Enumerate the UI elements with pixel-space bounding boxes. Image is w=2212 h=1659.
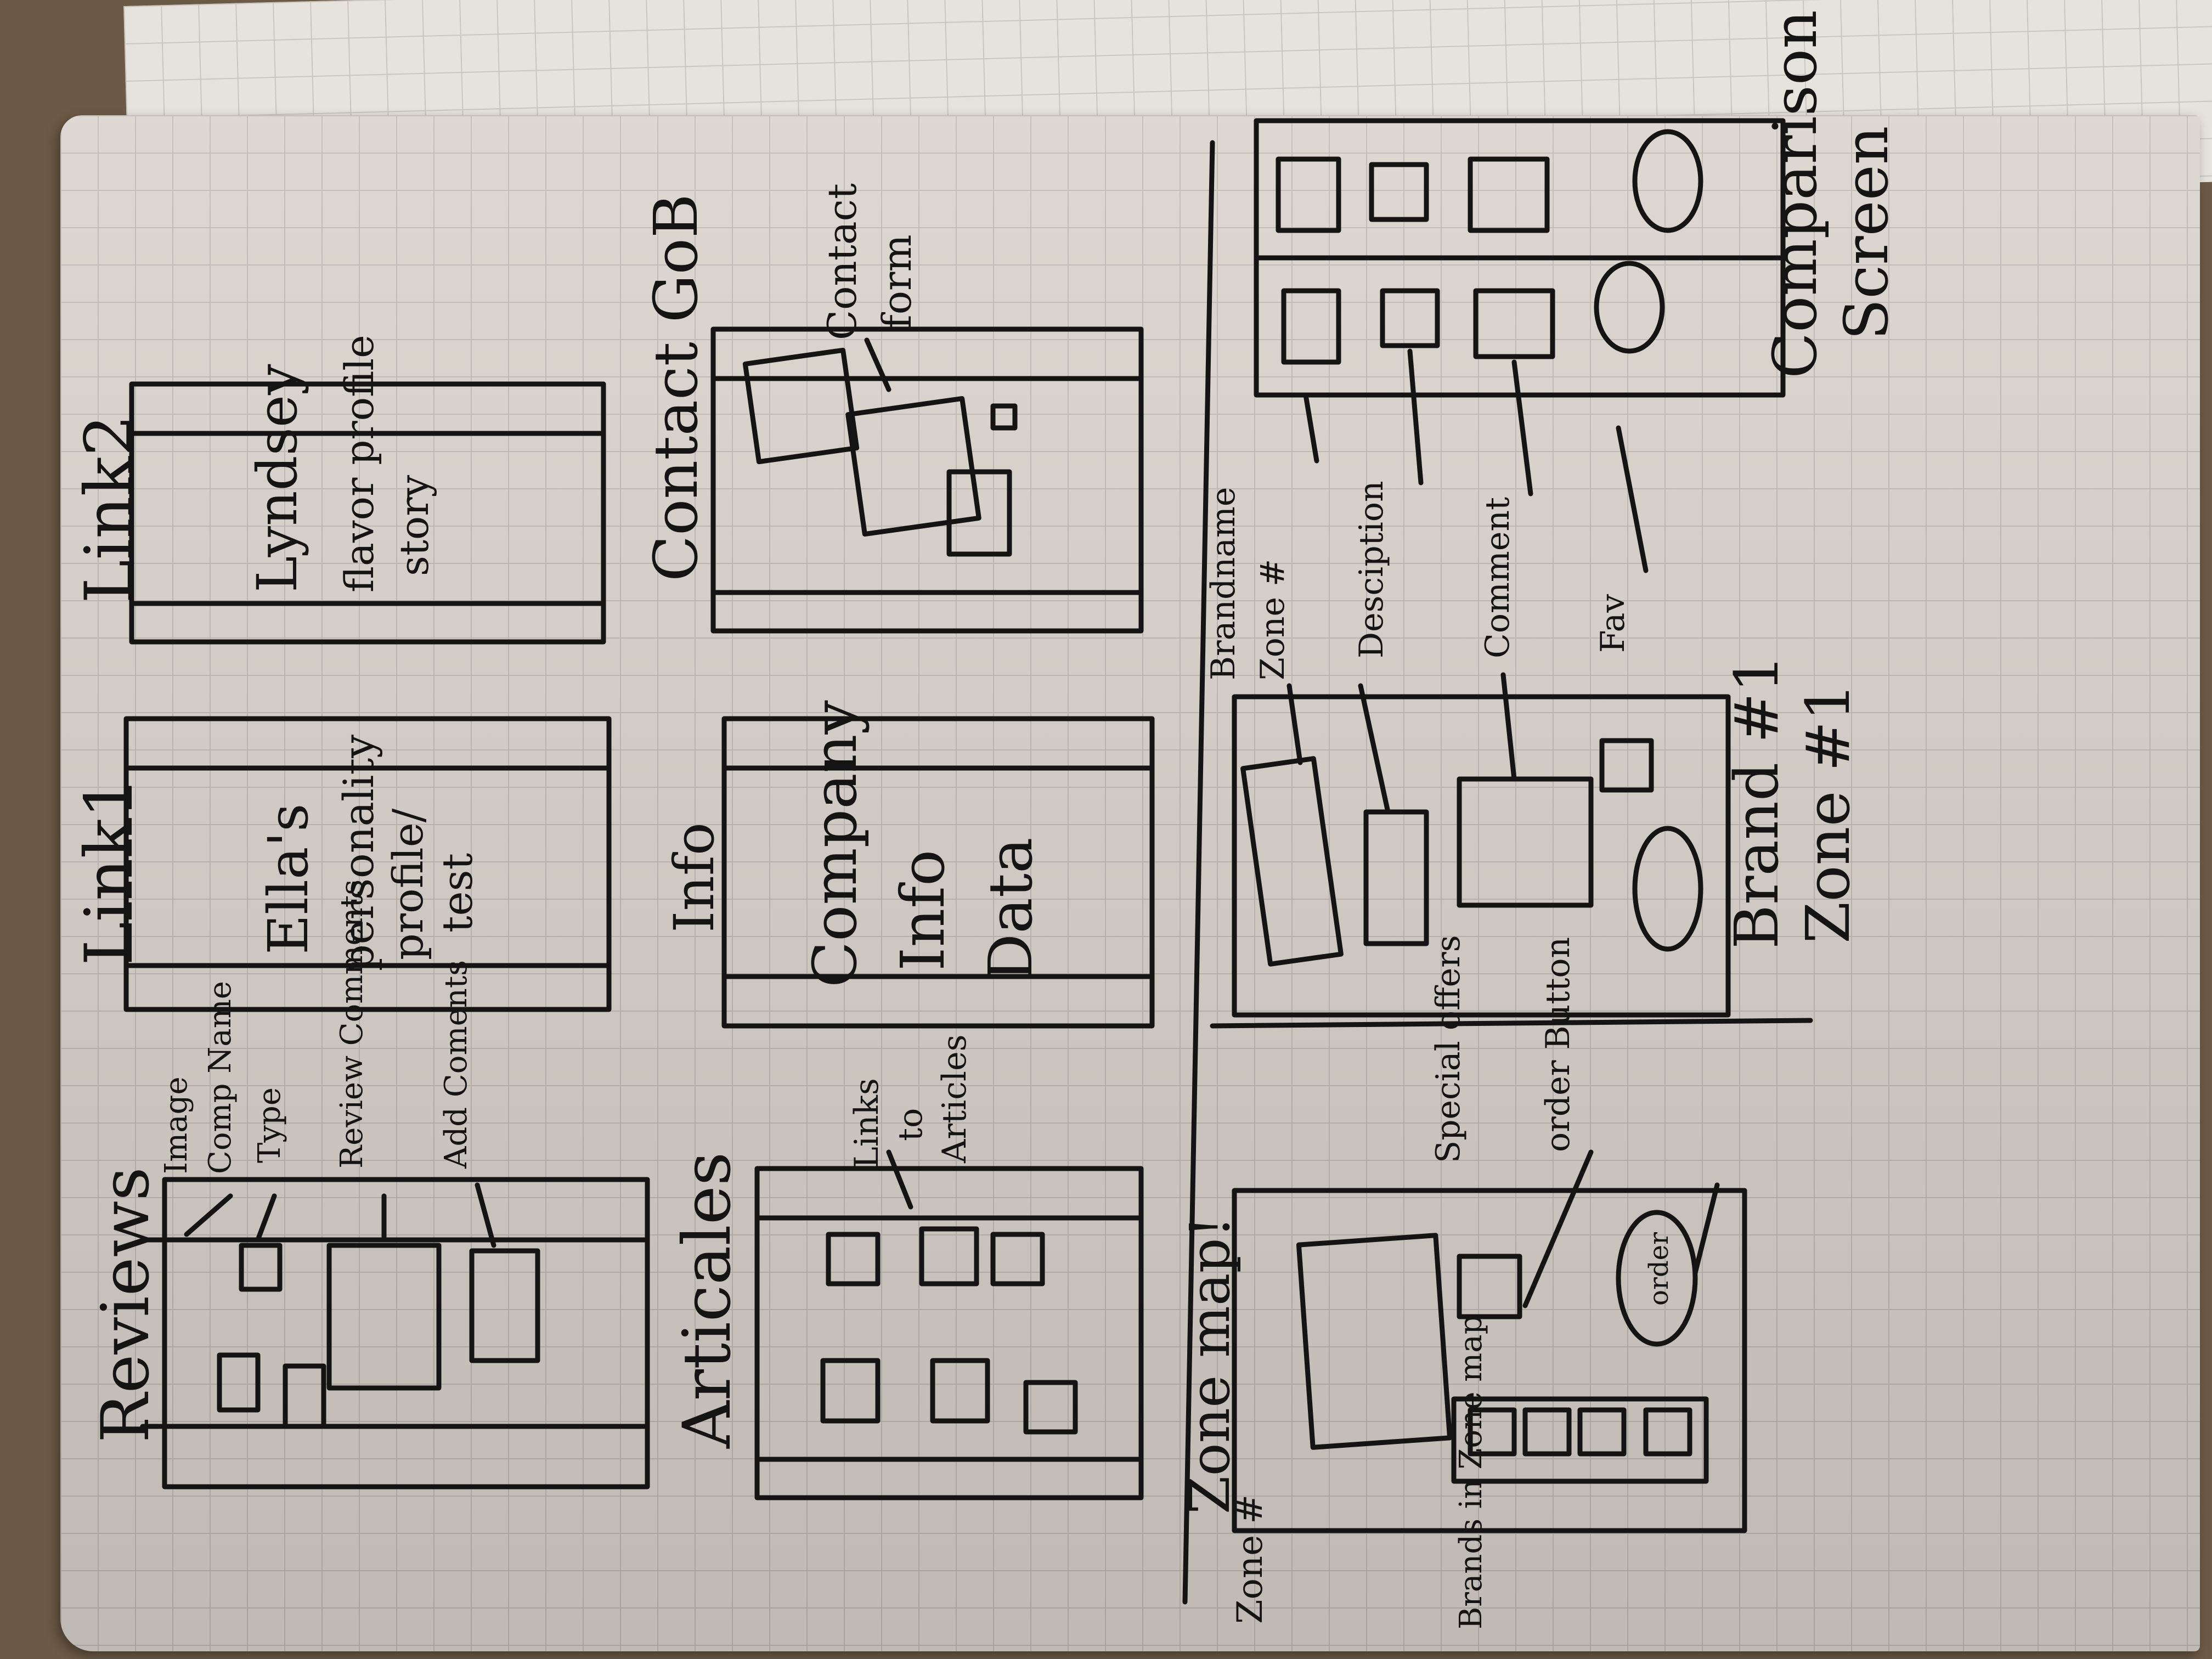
contact-annotation-line2: form <box>874 234 920 329</box>
brand-title: Brand #1 <box>1722 654 1792 949</box>
info-sketch: Info Company Info Data <box>662 700 1155 1029</box>
info-body-line2: Info <box>888 850 958 971</box>
link1-body-line1: Ella's <box>256 804 320 955</box>
link1-sketch: Link1 Ella's personality profile/ test <box>71 716 612 1012</box>
info-body-line1: Company <box>800 700 870 988</box>
brand-annotation-comment: Comment <box>1479 497 1517 658</box>
articles-annotation-line3: Articles <box>935 1035 974 1164</box>
contact-title: Contact GoB <box>641 194 711 582</box>
articles-title: Articales <box>669 1152 746 1449</box>
link2-sketch: Link2 Lyndsey flavor profile story <box>71 335 606 645</box>
info-body-line3: Data <box>975 837 1046 982</box>
link2-body-line2: flavor profile <box>336 335 382 592</box>
contact-annotation-line1: Contact <box>819 183 865 340</box>
info-title: Info <box>662 822 726 933</box>
link1-title: Link1 <box>71 777 148 966</box>
articles-annotation-line1: Links <box>848 1078 886 1169</box>
horizontal-divider <box>1210 1018 1813 1029</box>
articles-sketch: Articales Links to Articles <box>669 1035 1144 1500</box>
reviews-sketch: Reviews Image Comp Name Type Review Comm… <box>88 879 650 1489</box>
articles-annotation-line2: to <box>891 1108 930 1141</box>
link1-body-line4: test <box>433 853 482 933</box>
brand-zone-sketch: Brand #1 Zone #1 Brandname Zone # Descip… <box>1204 481 1863 1018</box>
link2-body-line1: Lyndsey <box>245 364 309 592</box>
link2-title: Link2 <box>71 415 148 603</box>
comparison-subtitle: Screen <box>1831 126 1901 340</box>
notebook-page <box>60 115 2200 1651</box>
brand-annotation-brandname: Brandname <box>1204 487 1243 680</box>
reviews-annotation-review-comments: Review Comments <box>334 879 370 1169</box>
reviews-annotation-type: Type <box>252 1087 287 1163</box>
reviews-annotation-comp-name: Comp Name <box>202 981 238 1174</box>
zone-map-title: Zone map! <box>1178 1216 1242 1514</box>
brand-annotation-fav: Fav <box>1594 594 1632 653</box>
zone-map-sketch: Zone map! Special offers order Button Zo… <box>1178 935 1747 1629</box>
contact-sketch: Contact GoB Contact form <box>641 183 1144 634</box>
link1-body-line3: profile/ <box>383 808 432 960</box>
link2-body-line3: story <box>391 475 437 576</box>
zone-map-annotation-brands: Brands in Zone map <box>1453 1314 1489 1629</box>
zone-map-annotation-zone: Zone # <box>1230 1494 1271 1624</box>
zone-map-order-button-label: order <box>1644 1232 1674 1306</box>
reviews-title: Reviews <box>88 1167 164 1443</box>
comparison-sketch: Comparison Screen <box>1254 10 1901 573</box>
order-button-oval <box>1616 1210 1698 1347</box>
vertical-divider <box>1182 140 1215 1605</box>
zone-map-annotation-order-button: order Button <box>1539 937 1577 1152</box>
brand-annotation-zone: Zone # <box>1254 559 1292 680</box>
reviews-annotation-image: Image <box>159 1076 194 1174</box>
reviews-annotation-add-comments: Add Coments <box>438 960 474 1169</box>
brand-annotation-description: Desciption <box>1352 481 1391 658</box>
link1-body-line2: personality <box>334 735 383 971</box>
brand-subtitle: Zone #1 <box>1793 682 1863 944</box>
comparison-title: Comparison <box>1760 10 1830 379</box>
zone-map-annotation-special-offers: Special offers <box>1429 935 1468 1163</box>
